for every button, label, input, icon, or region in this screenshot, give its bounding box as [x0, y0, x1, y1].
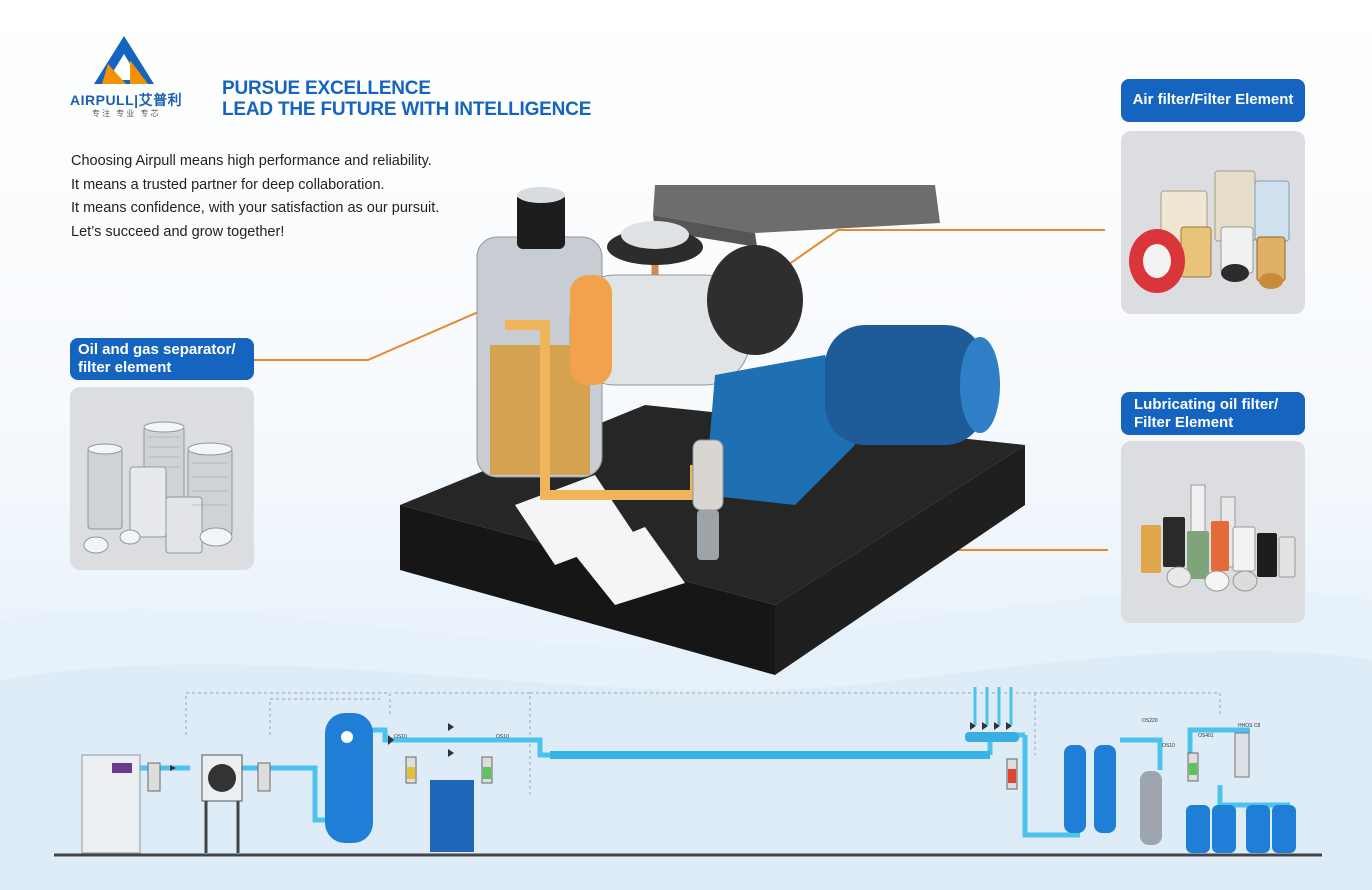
label-line: filter element: [78, 359, 172, 376]
airpull-logo: [94, 36, 154, 84]
label-text: Air filter/Filter Element: [1132, 91, 1294, 108]
label-line: Oil and gas separator/: [78, 341, 236, 358]
air-filter-label: Air filter/Filter Element: [1121, 79, 1305, 122]
intro-line: Let’s succeed and grow together!: [71, 223, 285, 240]
headline-line-1: PURSUE EXCELLENCE: [222, 78, 431, 99]
headline: PURSUE EXCELLENCE LEAD THE FUTURE WITH I…: [222, 78, 591, 120]
intro-line: It means confidence, with your satisfact…: [71, 200, 440, 216]
oil-gas-separator-label: Oil and gas separator/ filter element: [70, 338, 254, 380]
flow-code-6: HHOS C8: [1238, 723, 1260, 729]
flow-code-4: OS10: [1162, 743, 1175, 749]
label-line: Lubricating oil filter/: [1134, 396, 1279, 413]
air-filter-image: [1121, 131, 1305, 314]
intro-line: Choosing Airpull means high performance …: [71, 153, 432, 169]
brand-name: AIRPULL|艾普利: [70, 92, 183, 108]
flow-code-2: OS10: [496, 734, 509, 740]
oil-gas-separator-image: [70, 387, 254, 570]
headline-line-2: LEAD THE FUTURE WITH INTELLIGENCE: [222, 99, 592, 120]
lube-oil-filter-image: [1121, 441, 1305, 623]
flow-code-5: OS401: [1198, 733, 1214, 739]
brand-tagline: 专注 专业 专芯: [92, 109, 161, 118]
label-line: Filter Element: [1134, 414, 1234, 431]
lube-oil-filter-label: Lubricating oil filter/ Filter Element: [1121, 392, 1305, 435]
flow-code-3: OS220: [1142, 718, 1158, 724]
intro-line: It means a trusted partner for deep coll…: [71, 176, 385, 193]
intro-text: Choosing Airpull means high performance …: [71, 150, 439, 244]
screw-compressor-illustration: [400, 185, 1025, 675]
compressed-air-system-diagram: OS10 OS10 OS220 OS10 OS401 HHOS C8: [54, 687, 1322, 857]
flow-code-1: OS10: [394, 734, 407, 740]
